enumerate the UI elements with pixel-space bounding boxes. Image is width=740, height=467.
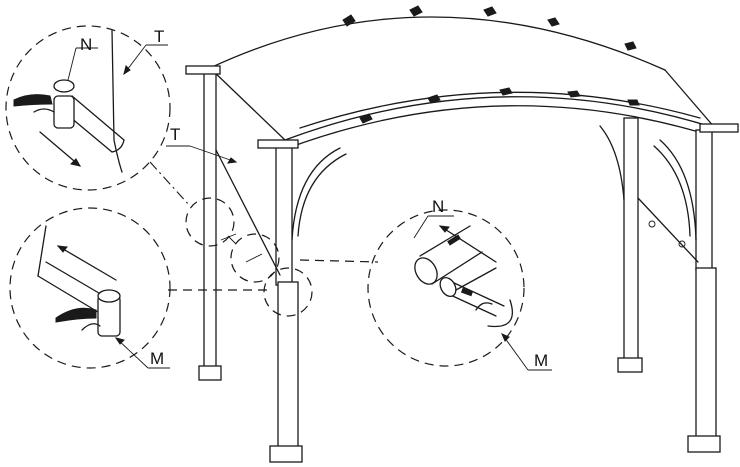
foot-front-right xyxy=(687,435,721,453)
canopy-back-edge xyxy=(209,16,666,71)
post-front-right-upper xyxy=(695,129,713,271)
cap-front-right xyxy=(699,123,739,133)
label-m-right: M xyxy=(534,351,548,370)
detail-marker-upper xyxy=(185,197,235,247)
label-t-top-left: T xyxy=(154,27,164,46)
post-front-right-lower xyxy=(695,267,717,441)
front-beam-inner xyxy=(299,91,701,129)
detail-bottom-left xyxy=(9,207,171,369)
side-fabric-left xyxy=(215,149,281,276)
arch-bracket-right xyxy=(659,139,697,241)
rafters xyxy=(342,5,640,124)
foot-back-left xyxy=(198,365,222,381)
cap-back-left xyxy=(185,65,221,75)
label-n-right: N xyxy=(432,197,444,216)
detail-marker-lower xyxy=(263,267,313,317)
leader-top-left xyxy=(149,161,191,207)
label-m-bottom-left: M xyxy=(150,349,164,368)
detail-marker-middle xyxy=(230,233,280,283)
post-back-right xyxy=(623,117,639,367)
post-front-left-lower xyxy=(277,281,299,453)
foot-back-right xyxy=(617,357,643,373)
foot-front-left xyxy=(269,445,303,463)
front-beam-lower xyxy=(287,105,713,149)
pergola-frame xyxy=(185,5,739,463)
canopy-front-edge xyxy=(284,96,716,141)
leader-right xyxy=(299,259,379,263)
side-fabric-right xyxy=(637,197,699,263)
post-back-left xyxy=(203,71,217,371)
canopy-left-edge xyxy=(209,67,286,141)
cap-front-left xyxy=(257,139,299,149)
arch-bracket-left xyxy=(291,147,341,241)
label-n-top-left: N xyxy=(80,35,92,54)
canopy-right-edge xyxy=(664,69,716,129)
detail-right xyxy=(367,209,552,371)
detail-top-left xyxy=(5,25,171,191)
label-t-main: T xyxy=(170,125,180,144)
